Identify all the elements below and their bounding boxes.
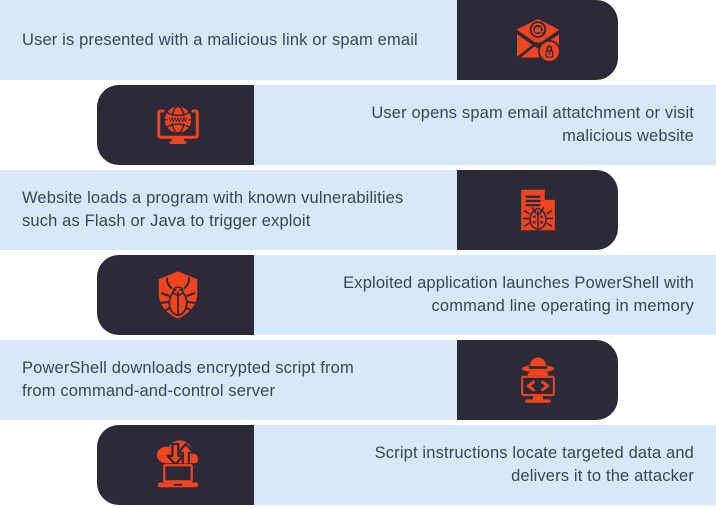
step-2-text-panel: User opens spam email attatchment or vis…	[254, 85, 716, 165]
flow-step-2: WWW User opens spam email attatchment or…	[0, 85, 716, 165]
step-4-icon-tile	[97, 255, 258, 335]
step-1-label: User is presented with a malicious link …	[22, 30, 418, 49]
step-3-text-panel: Website loads a program with known vulne…	[0, 170, 462, 250]
step-4-label: Exploited application launches PowerShel…	[343, 274, 694, 315]
shield-beetle-icon	[150, 267, 206, 323]
globe-www-monitor-icon: WWW	[150, 97, 206, 153]
document-bug-icon	[511, 183, 565, 237]
step-1-text-panel: User is presented with a malicious link …	[0, 0, 462, 80]
step-6-label: Script instructions locate targeted data…	[374, 444, 694, 485]
step-3-icon-tile	[457, 170, 618, 250]
step-1-icon-tile	[457, 0, 618, 80]
step-5-text-panel: PowerShell downloads encrypted script fr…	[0, 340, 462, 420]
step-5-label: PowerShell downloads encrypted script fr…	[22, 359, 354, 400]
svg-text:WWW: WWW	[168, 117, 187, 124]
flow-step-4: Exploited application launches PowerShel…	[0, 255, 716, 335]
step-4-text-panel: Exploited application launches PowerShel…	[254, 255, 716, 335]
flow-step-6: Script instructions locate targeted data…	[0, 425, 716, 505]
step-2-label: User opens spam email attatchment or vis…	[371, 104, 694, 145]
step-5-icon-tile	[457, 340, 618, 420]
flow-step-3: Website loads a program with known vulne…	[0, 170, 716, 250]
cloud-arrows-laptop-icon	[150, 437, 206, 493]
email-at-lock-icon	[510, 12, 566, 68]
step-2-icon-tile: WWW	[97, 85, 258, 165]
flow-step-5: PowerShell downloads encrypted script fr…	[0, 340, 716, 420]
step-3-label: Website loads a program with known vulne…	[22, 189, 404, 230]
step-6-text-panel: Script instructions locate targeted data…	[254, 425, 716, 505]
flow-step-1: User is presented with a malicious link …	[0, 0, 716, 80]
hacker-code-monitor-icon	[511, 353, 565, 407]
step-6-icon-tile	[97, 425, 258, 505]
